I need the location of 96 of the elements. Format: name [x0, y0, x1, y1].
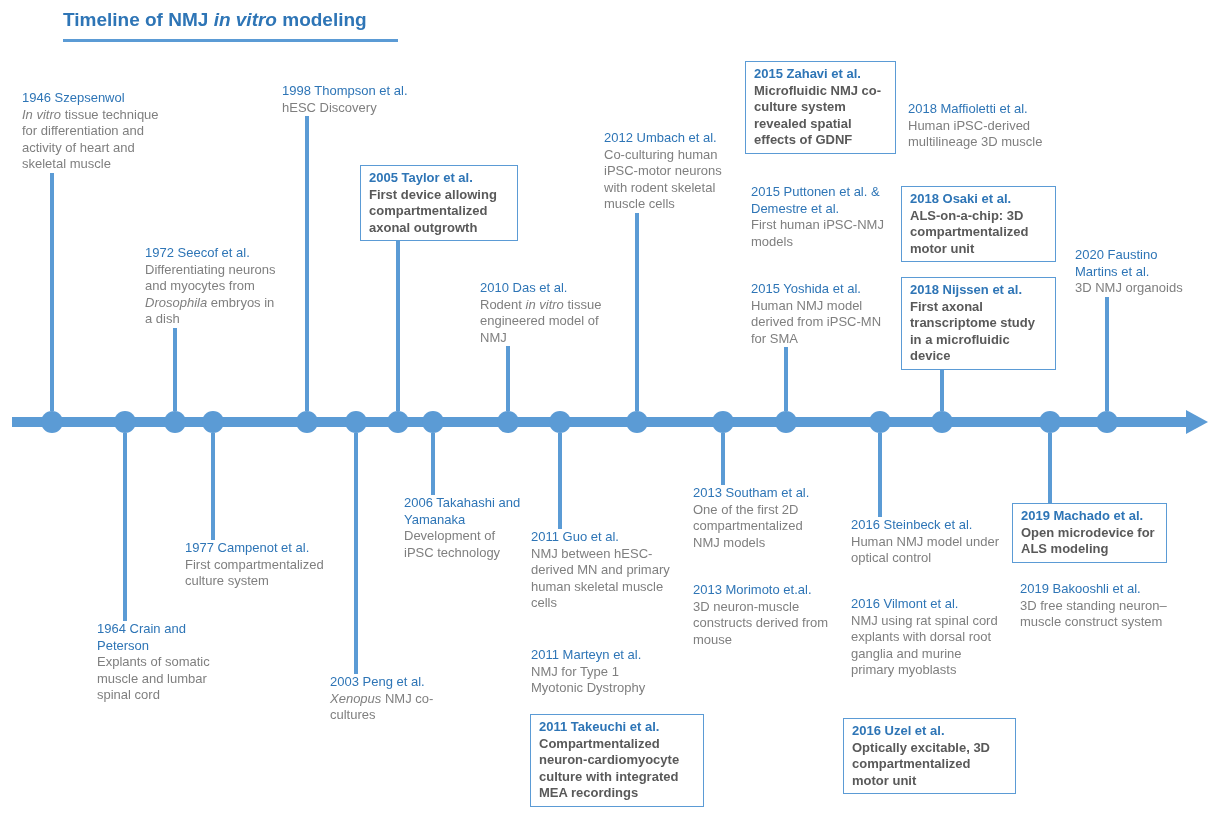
entry-heading: 2005 Taylor et al. — [369, 170, 474, 187]
timeline-dot — [164, 411, 186, 433]
entry-heading: 2003 Peng et al. — [330, 674, 426, 691]
entry-heading: 2012 Umbach et al. — [604, 130, 718, 147]
timeline-dot — [549, 411, 571, 433]
timeline-dot — [1096, 411, 1118, 433]
timeline-dot — [296, 411, 318, 433]
entry-description: Differentiating neurons and myocytes from Drosophila embryos in a dish — [145, 261, 277, 328]
entry-heading: 2019 Bakooshli et al. — [1020, 581, 1142, 598]
stem-line — [431, 433, 435, 495]
timeline-dot — [1039, 411, 1061, 433]
entry-heading: 2013 Southam et al. — [693, 485, 811, 502]
entry-heading: 2011 Marteyn et al. — [531, 647, 643, 664]
timeline-dot — [114, 411, 136, 433]
entry-heading: 2015 Puttonen et al. & Demestre et al. — [751, 184, 881, 217]
stem-line — [558, 433, 562, 529]
highlight-box — [901, 277, 1056, 370]
entry-description: Development of iPSC technology — [404, 528, 502, 561]
stem-line — [123, 433, 127, 621]
entry-description: NMJ between hESC-derived MN and primary human skeletal muscle cells — [531, 545, 671, 612]
entry-heading: 2011 Guo et al. — [531, 529, 620, 546]
entry-description: Human NMJ model derived from iPSC-MN for SMA — [751, 297, 883, 347]
entry-heading: 1972 Seecof et al. — [145, 245, 251, 262]
timeline-dot — [869, 411, 891, 433]
stem-line — [396, 241, 400, 411]
entry-description: First compartmentalized culture system — [185, 556, 325, 590]
entry-description: Xenopus NMJ co-cultures — [330, 690, 435, 724]
entry-heading: 2006 Takahashi and Yamanaka — [404, 495, 522, 528]
entry-description: Co-culturing human iPSC-motor neurons with rodent skeletal muscle cells — [604, 146, 723, 213]
highlight-box — [843, 718, 1016, 794]
entry-description: ALS-on-a-chip: 3D compartmentalized motor unit — [910, 207, 1030, 257]
entry-description: Human iPSC-derived multilineage 3D muscle — [908, 117, 1044, 151]
stem-line — [506, 346, 510, 411]
entry-description: NMJ using rat spinal cord explants with dorsal root ganglia and murine primary myoblasts — [851, 612, 999, 679]
entry-description: First device allowing compartmentalized axonal outgrowth — [369, 186, 498, 236]
entry-heading: 1977 Campenot et al. — [185, 540, 311, 557]
entry-heading: 1964 Crain and Peterson — [97, 621, 187, 654]
stem-line — [173, 328, 177, 411]
stem-line — [635, 213, 639, 411]
entry-description: Explants of somatic muscle and lumbar spinal cord — [97, 654, 211, 704]
entry-heading: 2016 Vilmont et al. — [851, 596, 960, 613]
entry-heading: 2018 Nijssen et al. — [910, 282, 1023, 299]
entry-description: First axonal transcriptome study in a microfluidic device — [910, 298, 1036, 365]
entry-heading: 2018 Osaki et al. — [910, 191, 1013, 208]
entry-description: Human NMJ model under optical control — [851, 533, 1001, 567]
timeline-dot — [712, 411, 734, 433]
entry-description: NMJ for Type 1 Myotonic Dystrophy — [531, 663, 647, 697]
highlight-box — [901, 186, 1056, 262]
stem-line — [721, 433, 725, 485]
stem-line — [211, 433, 215, 540]
timeline-dot — [497, 411, 519, 433]
entry-description: First human iPSC-NMJ models — [751, 217, 885, 250]
timeline-dot — [931, 411, 953, 433]
stem-line — [305, 116, 309, 411]
entry-heading: 2013 Morimoto et.al. — [693, 582, 813, 599]
entry-heading: 2019 Machado et al. — [1021, 508, 1145, 525]
stem-line — [878, 433, 882, 517]
title: Timeline of NMJ in vitro modeling — [63, 8, 368, 32]
highlight-box — [530, 714, 704, 807]
entry-heading: 2018 Maffioletti et al. — [908, 101, 1029, 118]
entry-description: One of the first 2D compartmentalized NMJ models — [693, 501, 804, 551]
entry-description: Optically excitable, 3D compartmentalized motor unit — [852, 739, 991, 789]
entry-heading: 2016 Uzel et al. — [852, 723, 946, 740]
highlight-box — [745, 61, 896, 154]
entry-heading: 2015 Yoshida et al. — [751, 281, 862, 298]
entry-heading: 2016 Steinbeck et al. — [851, 517, 974, 534]
stem-line — [50, 173, 54, 411]
highlight-box — [1012, 503, 1167, 563]
stem-line — [940, 370, 944, 411]
entry-heading: 1998 Thompson et al. — [282, 83, 409, 100]
entry-heading: 1946 Szepsenwol — [22, 90, 126, 107]
entry-description: Open microdevice for ALS modeling — [1021, 524, 1156, 558]
entry-heading: 2010 Das et al. — [480, 280, 569, 297]
timeline-dot — [775, 411, 797, 433]
entry-description: 3D NMJ organoids — [1075, 280, 1184, 297]
timeline-dot — [202, 411, 224, 433]
entry-heading: 2015 Zahavi et al. — [754, 66, 862, 83]
stem-line — [1105, 297, 1109, 411]
timeline-dot — [626, 411, 648, 433]
highlight-box — [360, 165, 518, 241]
stem-line — [1048, 433, 1052, 503]
timeline-dot — [387, 411, 409, 433]
entry-description: 3D free standing neuron–muscle construct system — [1020, 597, 1168, 631]
timeline-dot — [345, 411, 367, 433]
timeline-dot — [41, 411, 63, 433]
entry-heading: 2011 Takeuchi et al. — [539, 719, 661, 736]
entry-description: Compartmentalized neuron-cardiomyocyte culture with integrated MEA recordings — [539, 735, 681, 802]
entry-description: 3D neuron-muscle constructs derived from mouse — [693, 598, 830, 648]
timeline-dot — [422, 411, 444, 433]
entry-description: Microfluidic NMJ co-culture system revealed spatial effects of GDNF — [754, 82, 883, 149]
entry-heading: 2020 Faustino Martins et al. — [1075, 247, 1159, 280]
entry-description: Rodent in vitro tissue engineered model of NMJ — [480, 296, 603, 346]
entry-description: hESC Discovery — [282, 99, 378, 116]
stem-line — [784, 347, 788, 411]
stem-line — [354, 433, 358, 674]
entry-description: In vitro tissue technique for differentiation and activity of heart and skeletal muscle — [22, 106, 160, 173]
